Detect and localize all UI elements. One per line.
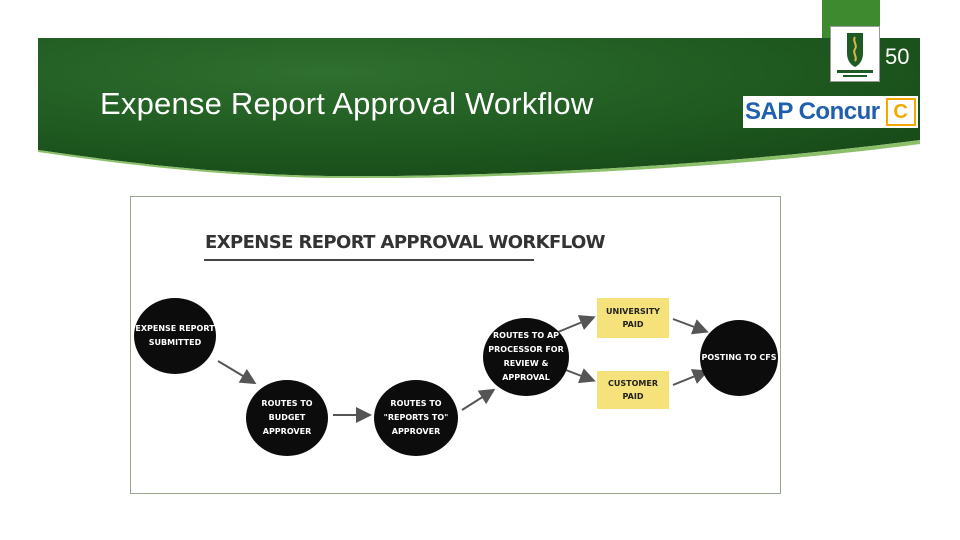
node-ap-processor-review: ROUTES TO AP PROCESSOR FOR REVIEW & APPR…	[483, 318, 569, 396]
slide-title: Expense Report Approval Workflow	[100, 86, 594, 121]
title-banner	[38, 38, 920, 178]
sap-concur-logo: SAP Concur C	[743, 96, 918, 128]
arrow-reports-to-to-ap	[461, 388, 496, 411]
concur-c-icon: C	[885, 98, 916, 126]
university-seal-logo	[830, 26, 880, 82]
note-university-paid: UNIVERSITY PAID	[597, 298, 669, 338]
node-budget-approver: ROUTES TO BUDGET APPROVER	[246, 380, 328, 456]
note-customer-paid: CUSTOMER PAID	[597, 371, 669, 409]
node-reports-to-approver: ROUTES TO "REPORTS TO" APPROVER	[374, 380, 458, 456]
arrow-university-paid-to-posting	[672, 318, 709, 335]
diagram-title: EXPENSE REPORT APPROVAL WORKFLOW	[205, 232, 606, 253]
sap-concur-wordmark: SAP Concur	[745, 98, 880, 125]
arrow-customer-paid-to-posting	[672, 369, 709, 386]
node-expense-report-submitted: EXPENSE REPORT SUBMITTED	[134, 298, 216, 374]
workflow-diagram-frame	[130, 196, 781, 494]
page-number: 50	[885, 44, 910, 69]
arrow-submitted-to-budget	[217, 360, 257, 385]
node-posting-to-cfs: POSTING TO CFS	[700, 320, 778, 396]
diagram-title-underline	[204, 259, 534, 261]
